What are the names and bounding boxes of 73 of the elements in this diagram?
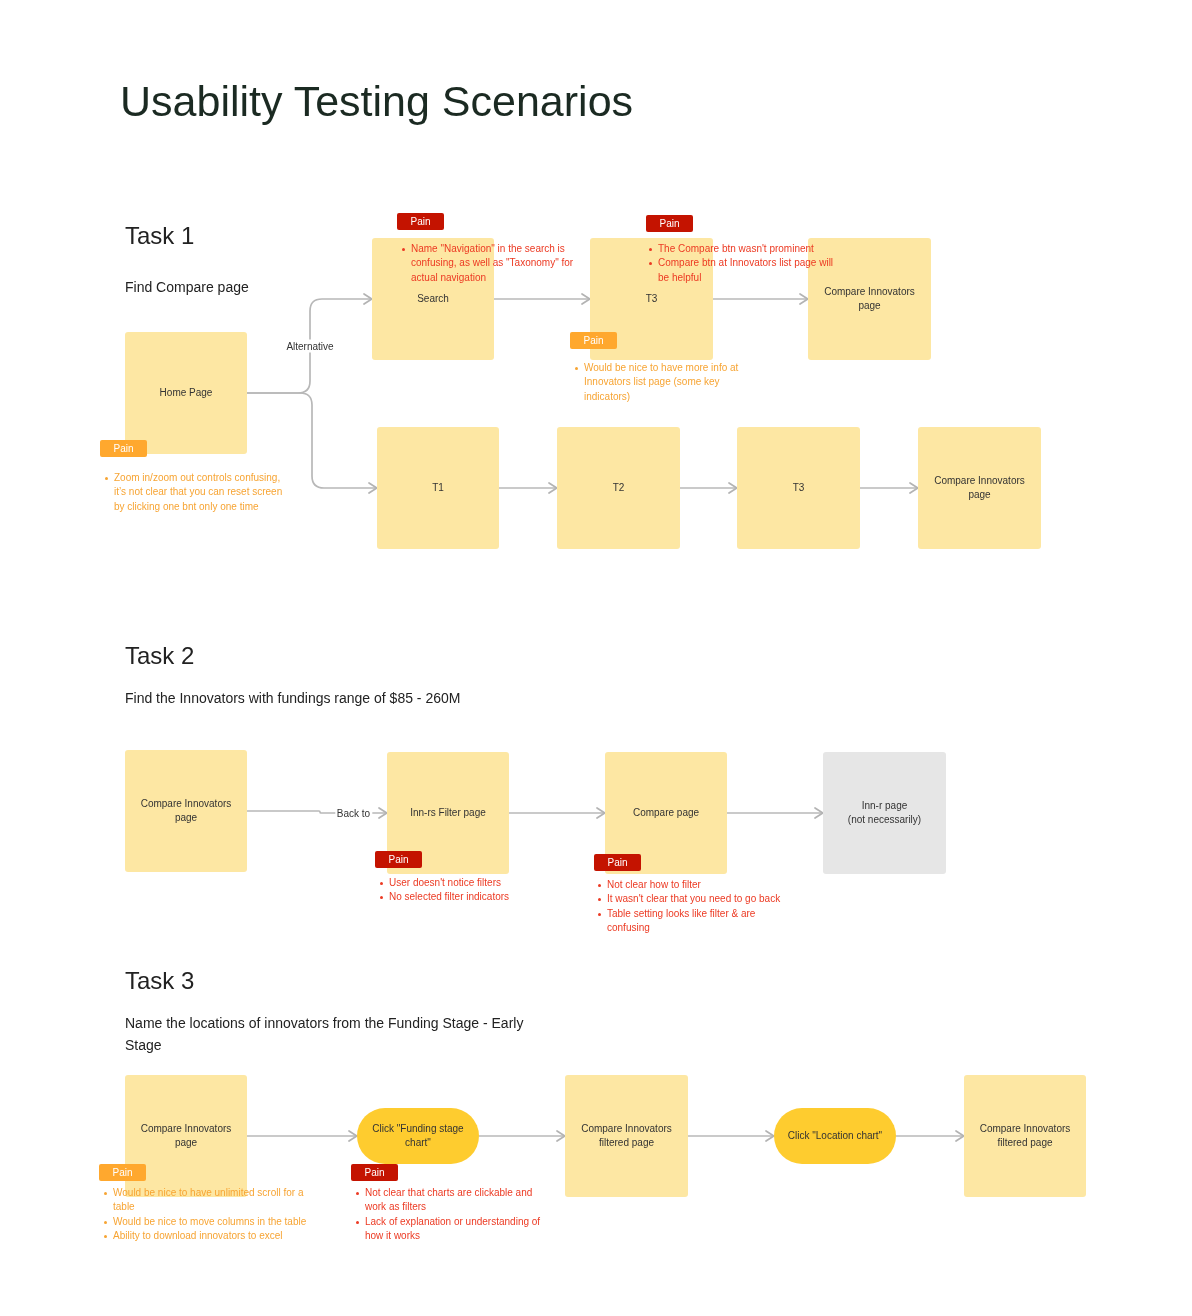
note-text: T2 — [612, 481, 625, 495]
pain-note: It wasn't clear that you need to go back — [597, 892, 781, 907]
task-description: Name the locations of innovators from the Funding Stage - Early Stage — [125, 1014, 525, 1055]
note-text: Compare Innovators page — [933, 474, 1026, 502]
edge-label: Back to — [334, 806, 373, 820]
arrow — [246, 392, 378, 494]
sticky-note — [387, 752, 509, 874]
sticky-note — [377, 427, 499, 549]
note-text: Compare Innovators filtered page — [580, 1122, 673, 1150]
note-text: T3 — [792, 481, 805, 495]
sticky-note — [125, 750, 247, 872]
note-text: Home Page — [159, 386, 213, 400]
arrow — [498, 482, 558, 494]
pain-tag: Pain — [99, 1164, 146, 1181]
note-text: Compare Innovators page — [823, 285, 916, 313]
sticky-note — [565, 1075, 688, 1197]
sticky-note — [605, 752, 727, 874]
page-title: Usability Testing Scenarios — [120, 76, 634, 126]
note-text: Inn-r page — [861, 799, 908, 813]
note-text: T3 — [645, 292, 658, 306]
arrow — [859, 482, 919, 494]
note-text: Click "Funding stage chart" — [371, 1122, 465, 1150]
task-description: Find the Innovators with fundings range of $85 - 260M — [125, 690, 461, 706]
arrow — [246, 1130, 358, 1142]
edge-label: Alternative — [284, 339, 336, 353]
pain-note: User doesn't notice filters — [379, 876, 501, 891]
note-text: T1 — [432, 481, 444, 495]
arrow — [726, 807, 824, 819]
note-text: Compare Innovators page — [139, 797, 233, 825]
pain-tag: Pain — [100, 440, 147, 457]
note-text: Compare page — [632, 806, 700, 820]
pain-note: No selected filter indicators — [379, 890, 510, 905]
pain-tag: Pain — [646, 215, 693, 232]
pain-tag: Pain — [375, 851, 422, 868]
pain-note: Table setting looks like filter & are confusing — [597, 906, 788, 936]
arrow — [895, 1130, 965, 1142]
arrow — [493, 293, 591, 305]
action-pill — [357, 1108, 479, 1164]
pain-tag: Pain — [351, 1164, 398, 1181]
note-text: Inn-rs Filter page — [410, 806, 486, 820]
note-text: (not necessarily) — [847, 813, 922, 827]
arrow — [508, 807, 606, 819]
sticky-note — [737, 427, 860, 549]
note-text: Search — [417, 292, 449, 306]
pain-note: The Compare btn wasn't prominent — [648, 242, 814, 257]
pain-note: Not clear how to filter — [597, 878, 701, 893]
note-text: Compare Innovators page — [139, 1122, 233, 1150]
sticky-note — [557, 427, 680, 549]
pain-note: Would be nice to have more info at Innovators list page (some key indicators) — [574, 361, 748, 405]
arrow — [687, 1130, 775, 1142]
arrow — [679, 482, 738, 494]
pain-note: Name "Navigation" in the search is confusing, as well as "Taxonomy" for actual navigation — [401, 242, 577, 286]
pain-note: Lack of explanation or understanding of how it works — [355, 1214, 549, 1244]
task-heading: Task 1 — [125, 222, 195, 250]
task-heading: Task 2 — [125, 642, 195, 670]
pain-tag: Pain — [570, 332, 617, 349]
note-text: Click "Location chart" — [787, 1129, 883, 1143]
sticky-note — [918, 427, 1041, 549]
note-text: Compare Innovators filtered page — [978, 1122, 1072, 1150]
task-heading: Task 3 — [125, 967, 195, 995]
sticky-note — [964, 1075, 1086, 1197]
pain-note: Not clear that charts are clickable and work as filters — [355, 1186, 549, 1215]
pain-note: Compare btn at Innovators list page will be helpful — [648, 256, 837, 286]
pain-note: Ability to download innovators to excel — [103, 1229, 283, 1244]
pain-tag: Pain — [397, 213, 444, 230]
pain-note: Zoom in/zoom out controls confusing, it’s not clear that you can reset screen by clicking one bnt only one time — [104, 471, 291, 515]
pain-note: Would be nice to move columns in the table — [103, 1214, 307, 1230]
action-pill — [774, 1108, 896, 1164]
task-description: Find Compare page — [125, 279, 249, 295]
pain-tag: Pain — [594, 854, 641, 871]
arrow — [478, 1130, 566, 1142]
sticky-note — [823, 752, 946, 874]
arrow — [712, 293, 809, 305]
